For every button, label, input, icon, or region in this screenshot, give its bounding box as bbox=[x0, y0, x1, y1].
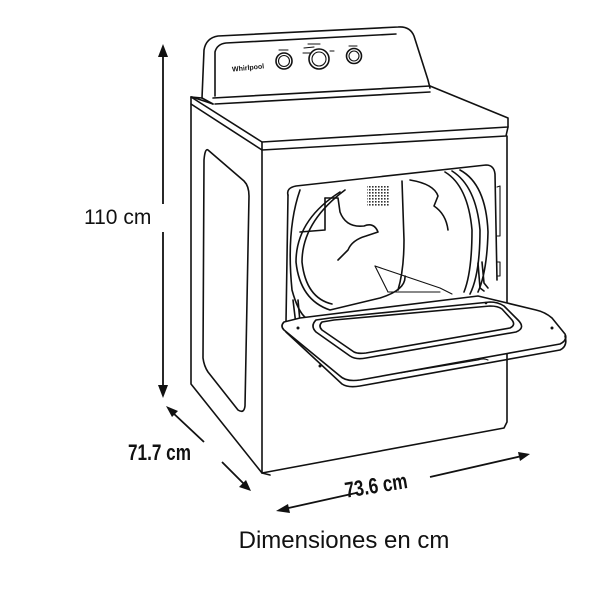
door-opening bbox=[285, 164, 501, 323]
knob-left bbox=[275, 49, 293, 70]
depth-dimension-arrow bbox=[166, 406, 251, 491]
control-console bbox=[201, 26, 431, 105]
width-dimension-arrow bbox=[276, 452, 530, 513]
caption: Dimensiones en cm bbox=[238, 527, 450, 554]
cabinet-body bbox=[190, 103, 508, 476]
lint-filter-mesh bbox=[367, 186, 389, 206]
dryer-door-open bbox=[281, 295, 567, 388]
top-panel bbox=[190, 85, 509, 151]
knob-right bbox=[345, 45, 363, 65]
height-dimension-arrow bbox=[158, 44, 168, 398]
dryer-drum bbox=[289, 169, 489, 319]
knob-center-dial bbox=[302, 43, 335, 70]
side-panel-inset bbox=[202, 148, 250, 413]
height-label: 110 cm bbox=[84, 206, 152, 229]
depth-label: 71.7 cm bbox=[128, 440, 191, 465]
